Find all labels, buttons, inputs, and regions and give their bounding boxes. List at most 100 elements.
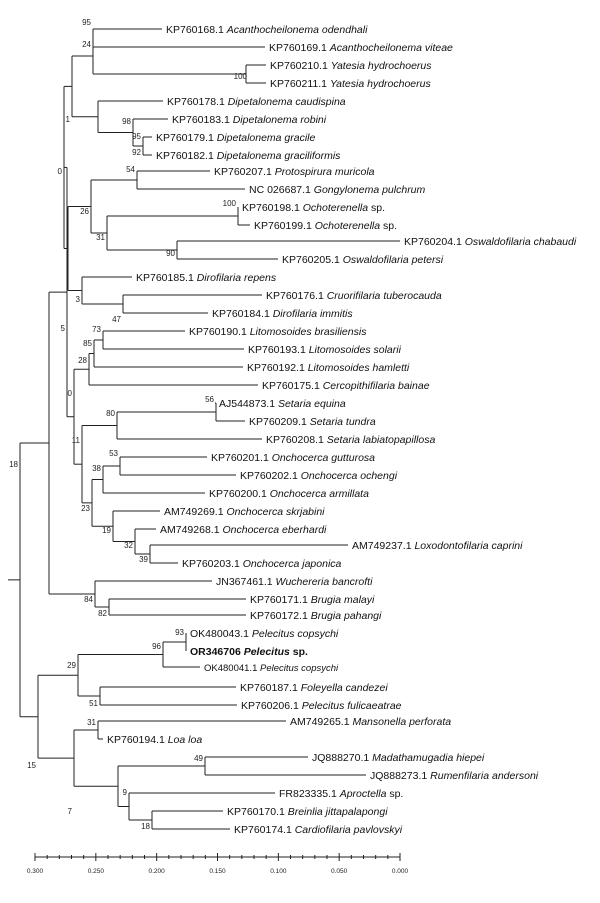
accession-number: JQ888270.1 — [312, 752, 372, 764]
accession-number: KP760203.1 — [182, 558, 243, 570]
accession-number: KP760204.1 — [404, 236, 465, 248]
bootstrap-value: 80 — [106, 409, 115, 418]
taxon-label: KP760175.1 Cercopithifilaria bainae — [262, 380, 430, 392]
taxon-label: KP760178.1 Dipetalonema caudispina — [167, 96, 346, 108]
accession-number: KP760182.1 — [156, 150, 217, 162]
bootstrap-value: 85 — [83, 339, 92, 348]
accession-number: KP760170.1 — [227, 806, 288, 818]
bootstrap-value: 82 — [98, 609, 107, 618]
bootstrap-value: 0 — [58, 167, 63, 176]
taxon-label: JQ888270.1 Madathamugadia hiepei — [312, 752, 485, 764]
bootstrap-value: 32 — [124, 541, 133, 550]
bootstrap-value: 95 — [82, 18, 91, 27]
species-name: Gongylonema pulchrum — [314, 184, 426, 196]
bootstrap-value: 1 — [66, 115, 71, 124]
bootstrap-value: 9 — [123, 788, 128, 797]
bootstrap-value: 100 — [234, 72, 248, 81]
taxon-label: KP760176.1 Cruorifilaria tuberocauda — [266, 290, 442, 302]
accession-number: KP760175.1 — [262, 380, 323, 392]
taxon-label: OR346706 Pelecitus sp. — [190, 646, 308, 658]
species-name: Pelecitus copsychi — [252, 628, 339, 640]
bootstrap-value: 49 — [194, 754, 203, 763]
taxon-label: KP760192.1 Litomosoides hamletti — [247, 362, 410, 374]
taxon-label: KP760172.1 Brugia pahangi — [250, 610, 382, 622]
bootstrap-value: 26 — [80, 207, 89, 216]
taxon-label: KP760174.1 Cardiofilaria pavlovskyi — [234, 824, 403, 836]
taxon-label: KP760169.1 Acanthocheilonema viteae — [269, 42, 453, 54]
accession-number: KP760176.1 — [266, 290, 327, 302]
taxon-label: NC 026687.1 Gongylonema pulchrum — [249, 184, 426, 196]
species-name: Cardiofilaria pavlovskyi — [295, 824, 403, 836]
taxon-labels: KP760168.1 Acanthocheilonema odendhaliKP… — [107, 24, 577, 836]
species-name: Brugia malayi — [311, 594, 375, 606]
species-name: Loxodontofilaria caprini — [414, 540, 523, 552]
scale-tick-label: 0.100 — [270, 868, 287, 875]
species-name: Madathamugadia hiepei — [372, 752, 485, 764]
bootstrap-value: 5 — [61, 324, 66, 333]
taxon-label: AJ544873.1 Setaria equina — [219, 398, 346, 410]
accession-number: JQ888273.1 — [370, 770, 430, 782]
species-name: Oswaldofilaria petersi — [343, 254, 444, 266]
species-name: Dipetalonema graciliformis — [217, 150, 341, 162]
species-suffix: sp. — [290, 646, 308, 658]
taxon-label: KP760204.1 Oswaldofilaria chabaudi — [404, 236, 577, 248]
accession-number: KP760208.1 — [266, 434, 327, 446]
species-name: Acanthocheilonema odendhali — [226, 24, 368, 36]
taxon-label: KP760209.1 Setaria tundra — [249, 416, 376, 428]
scale-tick-label: 0.300 — [27, 868, 44, 875]
species-name: Foleyella candezei — [301, 682, 389, 694]
accession-number: KP760192.1 — [247, 362, 308, 374]
species-name: Rumenfilaria andersoni — [430, 770, 539, 782]
taxon-label: OK480041.1 Pelecitus copsychi — [204, 663, 339, 674]
species-name: Cruorifilaria tuberocauda — [327, 290, 442, 302]
taxon-label: KP760206.1 Pelecitus fulicaeatrae — [241, 700, 402, 712]
bootstrap-value: 51 — [89, 699, 98, 708]
bootstrap-value: 96 — [152, 642, 161, 651]
accession-number: KP760172.1 — [250, 610, 311, 622]
species-name: Onchocerca skrjabini — [226, 506, 325, 518]
accession-number: KP760168.1 — [166, 24, 227, 36]
taxon-label: AM749265.1 Mansonella perforata — [290, 716, 451, 728]
accession-number: KP760211.1 — [270, 78, 330, 90]
bootstrap-value: 84 — [84, 595, 93, 604]
accession-number: KP760185.1 — [136, 272, 197, 284]
bootstrap-value: 29 — [67, 661, 76, 670]
species-name: Dipetalonema gracile — [217, 132, 316, 144]
species-name: Ochoterenella — [303, 202, 369, 214]
bootstrap-value: 28 — [78, 356, 87, 365]
bootstrap-value: 31 — [96, 233, 105, 242]
accession-number: KP760171.1 — [250, 594, 311, 606]
accession-number: KP760174.1 — [234, 824, 295, 836]
accession-number: KP760199.1 — [254, 220, 315, 232]
bootstrap-value: 92 — [132, 148, 141, 157]
accession-number: KP760183.1 — [172, 114, 233, 126]
taxon-label: FR823335.1 Aproctella sp. — [279, 788, 403, 800]
bootstrap-value: 95 — [132, 132, 141, 141]
bootstrap-value: 15 — [27, 761, 36, 770]
taxon-label: KP760208.1 Setaria labiatopapillosa — [266, 434, 435, 446]
species-name: Pelecitus copsychi — [260, 663, 339, 674]
scale-tick-label: 0.050 — [331, 868, 348, 875]
accession-number: KP760184.1 — [212, 308, 273, 320]
species-name: Litomosoides hamletti — [308, 362, 410, 374]
taxon-label: KP760200.1 Onchocerca armillata — [209, 488, 369, 500]
species-name: Yatesia hydrochoerus — [331, 60, 433, 72]
species-name: Oswaldofilaria chabaudi — [465, 236, 577, 248]
bootstrap-value: 18 — [141, 822, 150, 831]
species-name: Setaria equina — [278, 398, 346, 410]
species-name: Pelecitus fulicaeatrae — [302, 700, 402, 712]
accession-number: KP760201.1 — [211, 452, 272, 464]
species-name: Wuchereria bancrofti — [276, 576, 374, 588]
taxon-label: KP760201.1 Onchocerca gutturosa — [211, 452, 375, 464]
taxon-label: KP760190.1 Litomosoides brasiliensis — [189, 326, 367, 338]
taxon-label: AM749237.1 Loxodontofilaria caprini — [352, 540, 523, 552]
taxon-label: KP760168.1 Acanthocheilonema odendhali — [166, 24, 368, 36]
taxon-label: KP760207.1 Protospirura muricola — [214, 166, 375, 178]
taxon-label: KP760170.1 Breinlia jittapalapongi — [227, 806, 388, 818]
scale-tick-label: 0.000 — [392, 868, 409, 875]
bootstrap-value: 54 — [126, 165, 135, 174]
scale-tick-label: 0.200 — [149, 868, 166, 875]
species-name: Onchocerca eberhardi — [222, 524, 327, 536]
